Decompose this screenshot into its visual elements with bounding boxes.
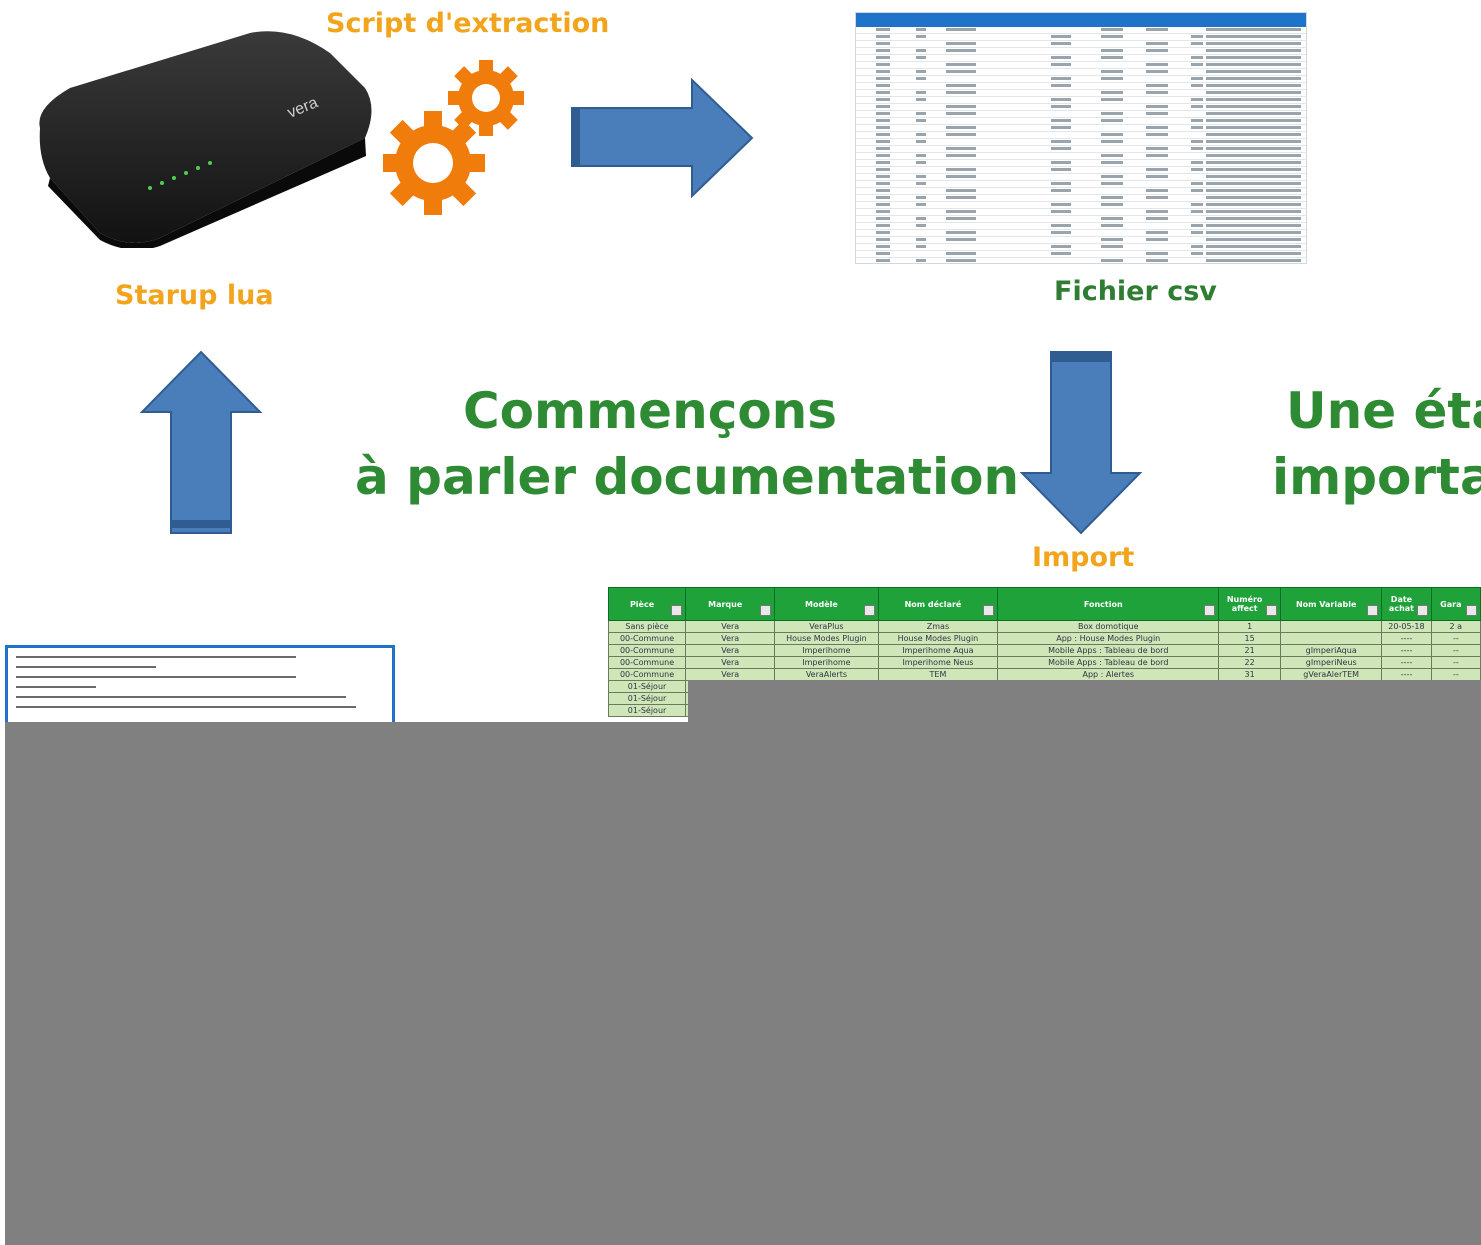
table-cell: -- (1430, 644, 1481, 657)
table-cell: Mobile Apps : Tableau de bord (997, 656, 1220, 669)
filter-dropdown-icon[interactable] (671, 605, 683, 616)
table-header-label: Nom Variable (1295, 599, 1357, 609)
table-header-label: Modèle (805, 599, 838, 609)
filter-dropdown-icon[interactable] (1416, 605, 1428, 616)
masked-region (688, 680, 1481, 730)
table-header-label: Marque (708, 599, 743, 609)
starup-label: Starup lua (115, 280, 274, 311)
table-cell: 01-Séjour (608, 692, 687, 705)
table-header-label: Fonction (1083, 599, 1123, 609)
table-cell: Vera (685, 668, 776, 681)
table-cell: 01-Séjour (608, 704, 687, 717)
csv-label: Fichier csv (1054, 276, 1217, 307)
headline-right: Une étap importar (1272, 378, 1481, 510)
table-cell: TEM (877, 668, 999, 681)
table-cell: gImperiAqua (1280, 644, 1383, 657)
table-cell: 2 a (1430, 620, 1481, 633)
headline-left-line1: Commençons (462, 382, 838, 440)
table-cell: 00-Commune (608, 632, 687, 645)
table-cell: -- (1430, 632, 1481, 645)
vera-router-image: vera (39, 31, 372, 248)
headline-left-line2: à parler documentation (355, 448, 1020, 506)
table-cell: House Modes Plugin (774, 632, 879, 645)
import-label: Import (1032, 542, 1135, 573)
table-cell: 21 (1218, 644, 1282, 657)
table-cell: ---- (1381, 644, 1432, 657)
filter-dropdown-icon[interactable] (1367, 605, 1379, 616)
table-cell: Vera (685, 620, 776, 633)
table-cell: 00-Commune (608, 668, 687, 681)
filter-dropdown-icon[interactable] (760, 605, 772, 616)
table-cell: 1 (1218, 620, 1282, 633)
table-cell: Imperihome Aqua (877, 644, 999, 657)
filter-dropdown-icon[interactable] (983, 605, 995, 616)
table-cell: Sans pièce (608, 620, 687, 633)
table-header-label: Gara (1440, 599, 1462, 609)
arrow-right-icon (571, 78, 754, 198)
filter-dropdown-icon[interactable] (863, 605, 875, 616)
table-cell: gImperiNeus (1280, 656, 1383, 669)
table-cell: 22 (1218, 656, 1282, 669)
gear-icon (383, 60, 524, 215)
table-cell: 15 (1218, 632, 1282, 645)
table-cell: App : Alertes (997, 668, 1220, 681)
table-cell: Imperihome Neus (877, 656, 999, 669)
table-cell: 20-05-18 (1381, 620, 1432, 633)
table-header-cell: Gara (1430, 587, 1481, 621)
table-cell: ---- (1381, 668, 1432, 681)
table-cell: Vera (685, 656, 776, 669)
filter-dropdown-icon[interactable] (1204, 605, 1216, 616)
filter-dropdown-icon[interactable] (1266, 605, 1278, 616)
filter-dropdown-icon[interactable] (1466, 605, 1477, 616)
table-cell: 31 (1218, 668, 1282, 681)
headline-left: Commençons à parler documentation (355, 378, 1020, 510)
table-header-label: Numéro affect (1226, 595, 1263, 613)
table-cell: Vera (685, 644, 776, 657)
table-header-cell: Fonction (997, 587, 1220, 621)
table-cell: Box domotique (997, 620, 1220, 633)
documentation-image (5, 645, 395, 725)
table-header-label: Nom déclaré (904, 599, 962, 609)
table-cell (1280, 620, 1383, 633)
arrow-up-icon (140, 350, 262, 534)
table-header-cell: Pièce (608, 587, 687, 621)
table-cell: ---- (1381, 632, 1432, 645)
table-cell: Imperihome (774, 656, 879, 669)
table-cell: App : House Modes Plugin (997, 632, 1220, 645)
table-cell: -- (1430, 656, 1481, 669)
table-header-cell: Marque (685, 587, 776, 621)
table-header-label: Date achat (1388, 595, 1414, 613)
headline-right-line2: importar (1272, 448, 1481, 506)
table-cell (1280, 632, 1383, 645)
table-cell: VeraPlus (774, 620, 879, 633)
table-header-cell: Numéro affect (1218, 587, 1282, 621)
script-label: Script d'extraction (326, 8, 610, 39)
table-cell: ---- (1381, 656, 1432, 669)
table-header-label: Pièce (629, 599, 655, 609)
table-cell: Imperihome (774, 644, 879, 657)
table-cell: 01-Séjour (608, 680, 687, 693)
csv-file-image (855, 12, 1307, 264)
table-header-cell: Nom Variable (1280, 587, 1383, 621)
table-header-cell: Nom déclaré (877, 587, 999, 621)
table-cell: Vera (685, 632, 776, 645)
headline-right-line1: Une étap (1286, 382, 1481, 440)
table-cell: 00-Commune (608, 656, 687, 669)
table-cell: -- (1430, 668, 1481, 681)
arrow-down-icon (1020, 351, 1142, 535)
table-cell: Mobile Apps : Tableau de bord (997, 644, 1220, 657)
table-header-cell: Date achat (1381, 587, 1432, 621)
table-cell: Zmas (877, 620, 999, 633)
table-cell: 00-Commune (608, 644, 687, 657)
masked-region (5, 722, 1481, 1245)
table-cell: VeraAlerts (774, 668, 879, 681)
table-cell: House Modes Plugin (877, 632, 999, 645)
table-header-cell: Modèle (774, 587, 879, 621)
table-cell: gVeraAlerTEM (1280, 668, 1383, 681)
